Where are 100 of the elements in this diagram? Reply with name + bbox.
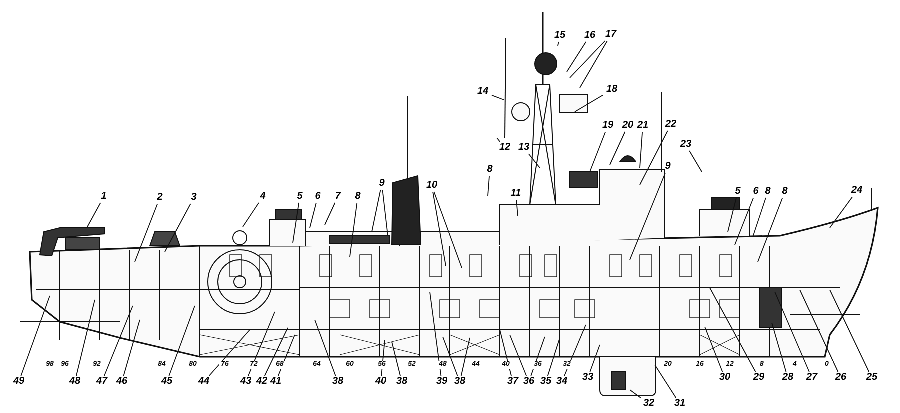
callout-number: 24 — [851, 185, 863, 197]
leader-line — [248, 312, 276, 376]
callout-number: 27 — [806, 372, 818, 384]
leader-line — [382, 190, 388, 236]
leader-line — [76, 300, 96, 376]
leader-line — [752, 198, 766, 238]
callout-number: 39 — [436, 376, 448, 388]
leader-line — [580, 40, 608, 88]
leader-line — [704, 326, 724, 372]
leader-line — [372, 190, 382, 232]
callout-number: 6 — [315, 191, 321, 203]
leader-line — [492, 94, 504, 100]
callout-number: 5 — [735, 186, 741, 198]
callout-number: 6 — [753, 186, 759, 198]
leader-line — [392, 342, 401, 376]
leader-line — [488, 176, 490, 196]
leader-line — [772, 322, 787, 372]
leader-line — [774, 292, 810, 372]
callout-number: 38 — [454, 376, 466, 388]
leader-line — [640, 132, 644, 168]
callout-number: 26 — [835, 372, 847, 384]
callout-number: 7 — [335, 191, 341, 203]
leader-line — [442, 336, 458, 376]
leader-line — [530, 336, 546, 376]
leader-line — [20, 296, 50, 376]
callout-number: 29 — [753, 372, 765, 384]
leader-line — [528, 154, 540, 168]
leader-line — [123, 320, 140, 376]
callout-number: 1 — [101, 191, 107, 203]
leader-line — [728, 198, 737, 232]
callout-number: 45 — [161, 376, 173, 388]
leader-line — [434, 192, 462, 268]
leader-line — [164, 204, 192, 252]
callout-number: 42 — [256, 376, 268, 388]
leader-line — [640, 130, 668, 186]
leader-line — [830, 196, 854, 228]
callout-number: 31 — [674, 398, 686, 410]
callout-number: 25 — [866, 372, 878, 384]
callout-number: 3 — [191, 192, 197, 204]
callout-number: 9 — [665, 161, 671, 173]
leader-line — [558, 42, 560, 46]
leader-line — [758, 198, 784, 262]
callout-number: 17 — [605, 29, 617, 41]
callout-number: 8 — [355, 191, 361, 203]
callout-number: 10 — [426, 180, 438, 192]
callout-number: 5 — [297, 191, 303, 203]
leader-line — [432, 192, 446, 266]
callout-number: 41 — [270, 376, 282, 388]
callout-number: 38 — [332, 376, 344, 388]
callout-number: 19 — [602, 120, 614, 132]
leader-line — [350, 202, 358, 258]
callout-number: 8 — [782, 186, 788, 198]
callout-number: 32 — [643, 398, 655, 410]
leader-line — [630, 172, 666, 260]
leader-line — [734, 198, 754, 246]
leader-line — [496, 138, 501, 142]
callout-number: 16 — [584, 30, 596, 42]
callout-number: 37 — [507, 376, 519, 388]
callout-number: 8 — [765, 186, 771, 198]
callout-number: 30 — [719, 372, 731, 384]
leader-line — [208, 330, 250, 376]
callout-number: 14 — [477, 86, 489, 98]
leader-line — [104, 306, 134, 376]
callout-number: 34 — [556, 376, 568, 388]
leader-line — [547, 338, 560, 376]
leader-line — [574, 94, 604, 112]
callout-number: 23 — [680, 139, 692, 151]
callout-number: 49 — [13, 376, 25, 388]
leader-line — [564, 324, 586, 376]
leader-line — [630, 390, 642, 398]
leader-line — [590, 132, 606, 172]
leader-line — [168, 306, 196, 376]
callout-number: 15 — [554, 30, 566, 42]
callout-number: 12 — [499, 142, 511, 154]
callout-number: 46 — [116, 376, 128, 388]
leader-line — [264, 328, 288, 376]
leader-line — [292, 202, 300, 244]
callout-number: 36 — [523, 376, 535, 388]
callout-number: 33 — [582, 372, 594, 384]
leader-line — [86, 202, 102, 228]
leader-line — [654, 364, 677, 398]
callout-number: 4 — [260, 191, 266, 203]
callout-number: 18 — [606, 84, 618, 96]
leader-line — [516, 200, 518, 216]
callout-number: 47 — [96, 376, 108, 388]
leader-line — [610, 132, 626, 166]
leader-line — [500, 330, 512, 376]
callout-number: 9 — [379, 178, 385, 190]
callout-number: 38 — [396, 376, 408, 388]
leader-line — [242, 202, 260, 228]
callout-number: 22 — [665, 119, 677, 131]
leader-line — [566, 42, 587, 72]
leader-line — [800, 290, 839, 372]
callout-number: 43 — [240, 376, 252, 388]
leader-line — [590, 344, 600, 372]
callout-number: 20 — [622, 120, 634, 132]
leader-line — [278, 334, 296, 376]
leader-line — [710, 288, 756, 372]
leader-line — [310, 202, 317, 228]
callout-number: 40 — [375, 376, 387, 388]
